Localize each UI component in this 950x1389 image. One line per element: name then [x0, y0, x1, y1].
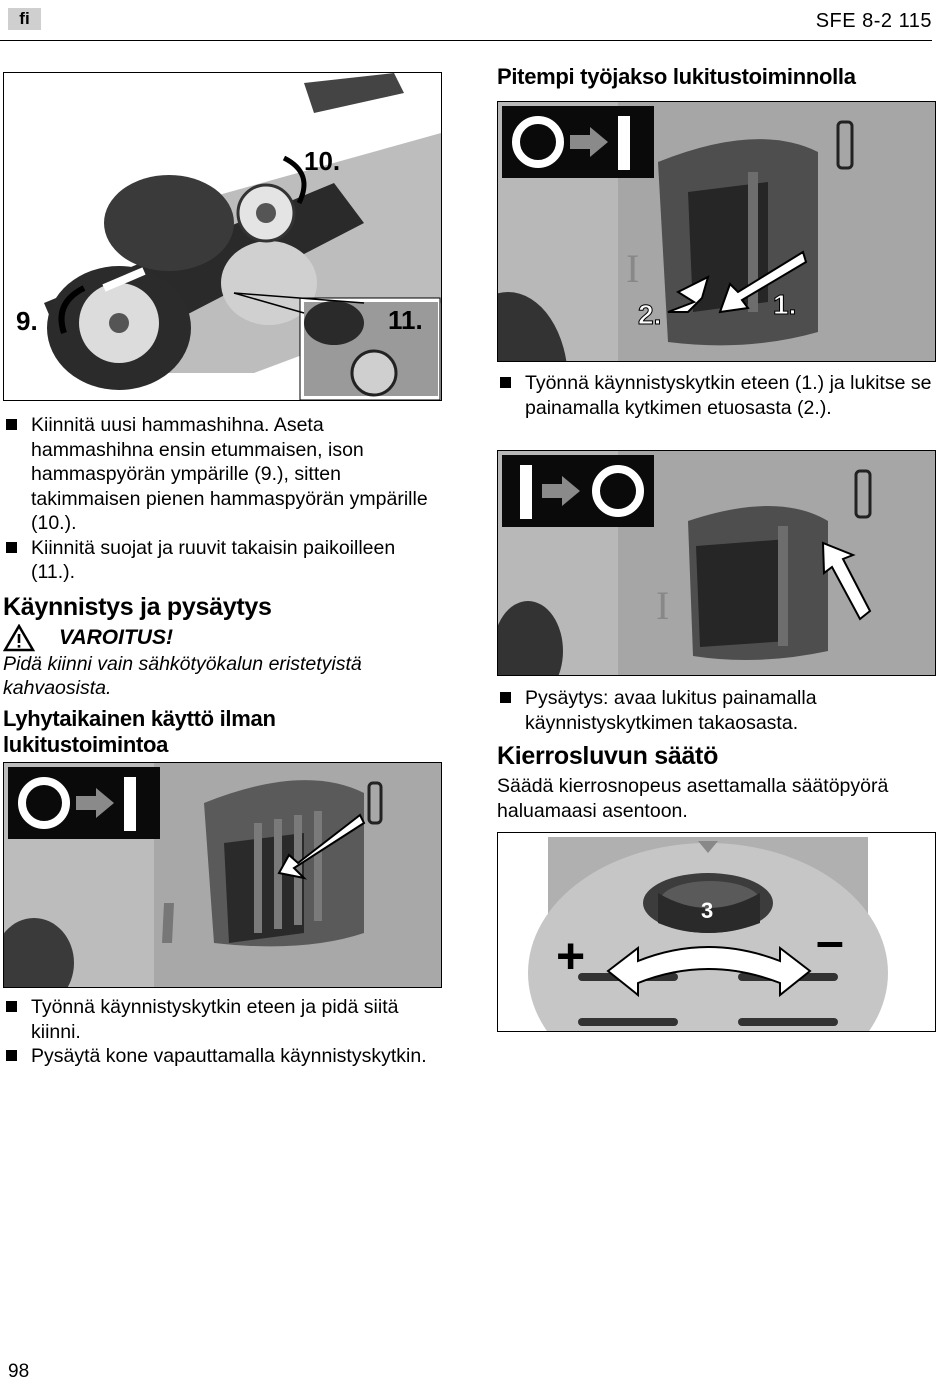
momentary-instructions: Työnnä käynnistyskytkin eteen ja pidä si…: [3, 995, 443, 1069]
bullet-icon: [500, 692, 511, 703]
speed-dial-figure: 3 + –: [497, 832, 936, 1032]
minus-sign: –: [816, 913, 844, 969]
switch-illustration-release: I: [498, 451, 935, 675]
warning-text: Pidä kiinni vain sähkötyökalun eristetyi…: [3, 653, 362, 699]
warning-triangle-icon: [3, 624, 35, 652]
subtitle-lock-mode: Pitempi työjakso lukitustoiminnolla: [497, 64, 856, 89]
list-item: Kiinnitä suojat ja ruuvit takaisin paiko…: [3, 536, 443, 585]
lock-on-instructions: Työnnä käynnistyskytkin eteen (1.) ja lu…: [497, 371, 937, 420]
dial-value: 3: [701, 898, 713, 923]
model-name: SFE 8-2 115: [815, 10, 932, 32]
lock-off-figure: I: [497, 450, 936, 676]
belt-installation-figure: 10. 9. 11.: [3, 72, 442, 401]
language-badge: fi: [8, 8, 41, 30]
belt-illustration: 10. 9. 11.: [4, 73, 441, 400]
speed-dial-illustration: 3 + –: [498, 833, 935, 1031]
list-item: Työnnä käynnistyskytkin eteen (1.) ja lu…: [497, 371, 937, 420]
plus-sign: +: [556, 928, 585, 984]
belt-instructions: Kiinnitä uusi hammashihna. Aseta hammash…: [3, 413, 443, 585]
label-9: 9.: [16, 306, 38, 336]
label-10: 10.: [304, 146, 340, 176]
label-step-1: 1.: [773, 289, 796, 320]
label-step-2: 2.: [638, 299, 661, 330]
bullet-icon: [6, 1050, 17, 1061]
speed-text: Säädä kierrosnopeus asettamalla säätöpyö…: [497, 775, 889, 822]
list-item: Pysäytä kone vapauttamalla käynnistyskyt…: [3, 1044, 443, 1069]
list-item: Kiinnitä uusi hammashihna. Aseta hammash…: [3, 413, 443, 536]
lock-off-instructions: Pysäytys: avaa lukitus painamalla käynni…: [497, 686, 937, 735]
label-11: 11.: [388, 305, 423, 335]
list-item: Työnnä käynnistyskytkin eteen ja pidä si…: [3, 995, 443, 1044]
page-number: 98: [8, 1361, 30, 1382]
section-title-speed: Kierrosluvun säätö: [497, 742, 719, 770]
warning-label: VAROITUS!: [59, 626, 173, 649]
bullet-icon: [500, 377, 511, 388]
bullet-icon: [6, 541, 17, 553]
switch-illustration-push: [4, 763, 441, 987]
svg-text:I: I: [656, 583, 669, 628]
svg-text:I: I: [626, 246, 639, 291]
subtitle-short-use: Lyhytaikainen käyttö ilman lukitustoimin…: [3, 706, 276, 757]
header-rule: [0, 40, 932, 41]
switch-illustration-lock: I 1. 2.: [498, 102, 935, 361]
bullet-icon: [6, 1001, 17, 1012]
section-title-start-stop: Käynnistys ja pysäytys: [3, 593, 272, 621]
warning-row: VAROITUS!: [3, 624, 173, 652]
momentary-switch-figure: [3, 762, 442, 988]
lock-on-figure: I 1. 2.: [497, 101, 936, 362]
list-item: Pysäytys: avaa lukitus painamalla käynni…: [497, 686, 937, 735]
bullet-icon: [6, 419, 17, 430]
